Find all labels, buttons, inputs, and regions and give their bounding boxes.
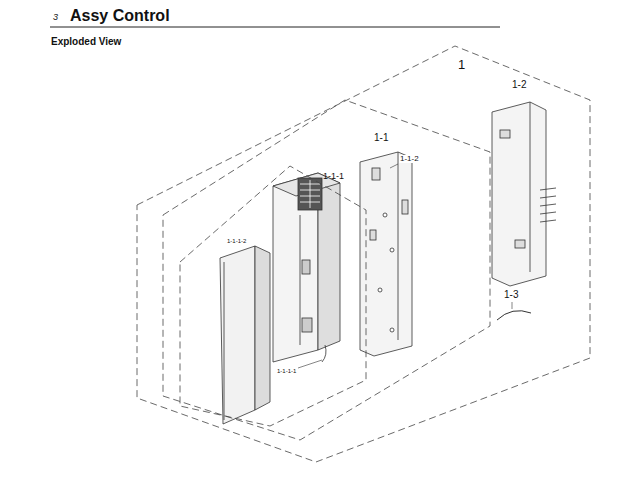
- assembly-group: 1 1-1 1-1-1: [134, 42, 594, 466]
- group-outline: [176, 160, 369, 430]
- callout-number: 1-1-1-1: [276, 368, 297, 374]
- title-rule: [50, 27, 500, 28]
- assembly-group: 1-1 1-1-1: [160, 97, 494, 443]
- group-outline: [160, 97, 494, 443]
- callout-number: 1-2: [511, 80, 527, 90]
- group-outline: [134, 42, 594, 466]
- callout-number: 1-1-2: [399, 155, 420, 163]
- callout-number: 1-3: [503, 290, 519, 300]
- callout-number: 1-1: [374, 133, 388, 143]
- dashed-boundary: [137, 46, 590, 462]
- front-cover: [220, 246, 270, 424]
- wire-harness: [497, 311, 531, 320]
- leader-lines: [298, 164, 512, 368]
- callout-number: 1-1-1-2: [226, 238, 247, 244]
- callout-number: 1-1-1: [323, 172, 344, 181]
- assembly-group: 1-1-1: [176, 160, 369, 430]
- control-pcb: [492, 102, 556, 286]
- view-heading: Exploded View: [50, 37, 122, 47]
- section-number: 3: [52, 13, 59, 22]
- page-title: Assy Control: [70, 8, 170, 24]
- dashed-boundary: [180, 166, 366, 426]
- control-housing: [273, 173, 340, 362]
- dashed-boundary: [163, 100, 490, 440]
- control-bracket: [360, 152, 412, 356]
- callout-number: 1: [458, 58, 465, 71]
